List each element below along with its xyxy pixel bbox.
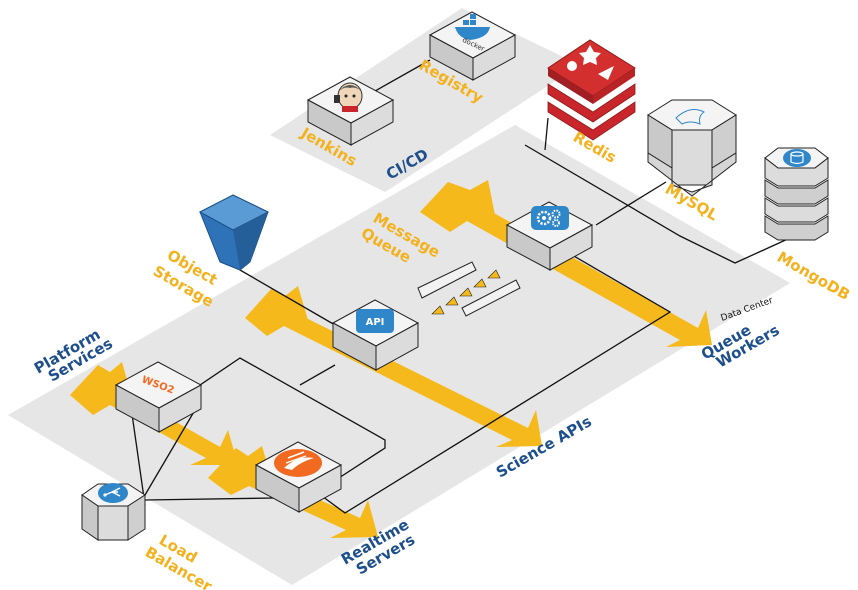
mysql-dolphin-icon [675, 109, 705, 125]
api-cube[interactable]: API [331, 299, 420, 371]
load-balancer-node[interactable] [81, 483, 146, 541]
platform-services-cube[interactable]: WSO2 [114, 361, 203, 433]
queue-worker-cube[interactable] [505, 201, 594, 271]
api-icon: API [356, 309, 394, 333]
message-queue [417, 261, 521, 317]
mongodb-label: MongoDB [774, 248, 853, 304]
jenkins-cube[interactable] [306, 76, 395, 146]
science-apis-arrow [245, 286, 542, 447]
realtime-server-cube[interactable] [254, 441, 343, 513]
registry-cube[interactable]: docker [428, 11, 517, 81]
realtime-icon [274, 449, 322, 477]
redis-icon [567, 45, 614, 80]
jenkins-icon [334, 82, 363, 112]
database-icon [783, 149, 811, 167]
mysql-node[interactable] [647, 99, 737, 197]
gear-icon [531, 206, 569, 230]
api-badge-text: API [366, 317, 385, 328]
queue-workers-arrow [420, 180, 712, 347]
redis-stack[interactable] [547, 39, 636, 141]
mongodb-stack[interactable] [764, 147, 829, 241]
load-balancer-icon [98, 483, 128, 503]
object-storage-bucket[interactable] [198, 194, 270, 271]
